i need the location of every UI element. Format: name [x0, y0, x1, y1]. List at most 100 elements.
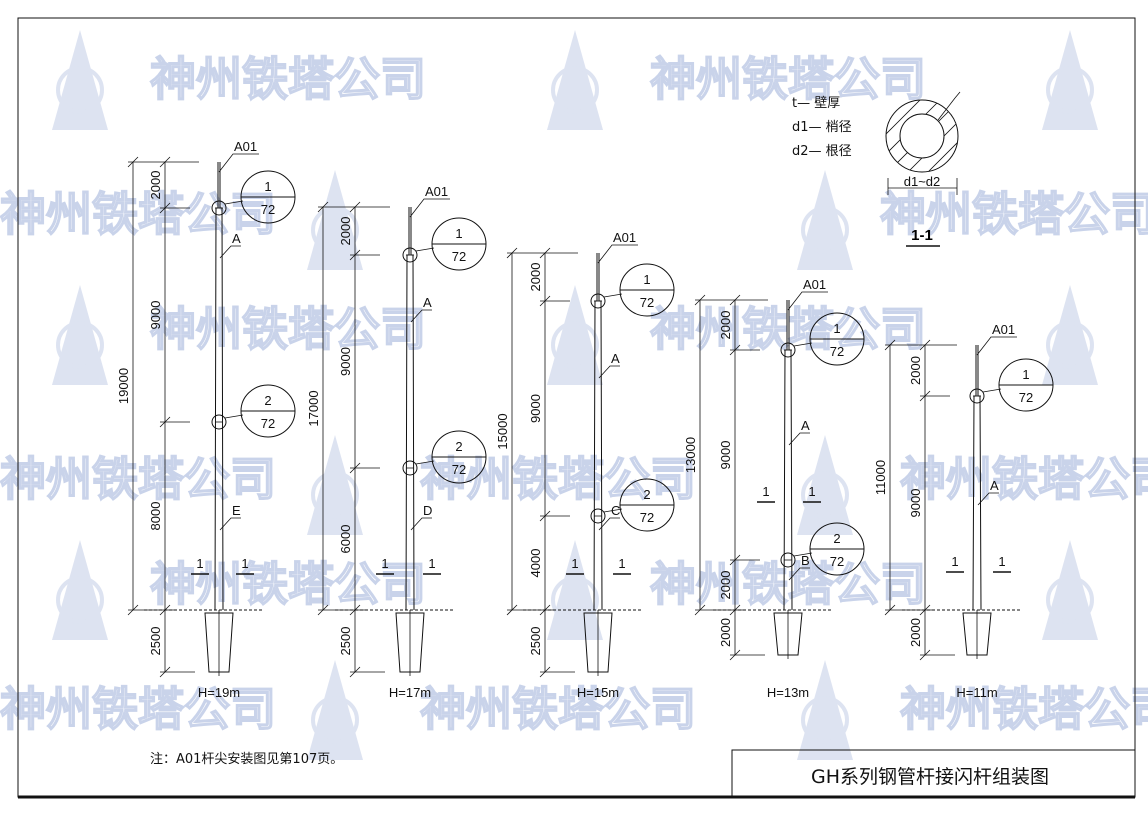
watermark-text: 神州铁塔公司: [0, 682, 276, 736]
leader-line: [603, 508, 623, 513]
section-mark: 1: [571, 556, 578, 571]
pole-height-label: H=13m: [767, 685, 809, 700]
legend-d2: d2— 根径: [792, 144, 852, 159]
segment-dim: 9000: [338, 347, 353, 376]
dim-tick: [539, 247, 551, 259]
section-mark: 1: [196, 556, 203, 571]
pole-height-label: H=15m: [577, 685, 619, 700]
dim-tick: [729, 344, 741, 356]
balloon-page: 72: [640, 510, 654, 525]
logo-ring: [56, 321, 104, 369]
foundation: [583, 612, 613, 673]
logo-ring: [1046, 66, 1094, 114]
label-leader: [597, 244, 638, 264]
logo-triangle: [1042, 30, 1098, 130]
foundation: [773, 612, 803, 656]
balloon-page: 72: [830, 554, 844, 569]
part-label: A: [611, 351, 620, 366]
joint-marker: [780, 342, 796, 358]
logo-triangle: [52, 30, 108, 130]
logo-ring: [56, 66, 104, 114]
dim-tick: [729, 554, 741, 566]
segment-dim: 9000: [718, 441, 733, 470]
part-label: C: [611, 503, 620, 518]
logo-triangle: [797, 660, 853, 760]
leader-line: [603, 293, 623, 298]
section-mark: 1: [951, 554, 958, 569]
total-height-dim: 17000: [306, 390, 321, 426]
part-leader: [598, 365, 620, 379]
label-leader: [787, 291, 828, 311]
watermark-text: 神州铁塔公司: [0, 187, 276, 241]
total-height-dim: 15000: [495, 413, 510, 449]
joint-marker: [211, 414, 227, 430]
balloon-number: 1: [833, 321, 840, 336]
balloon-number: 2: [643, 487, 650, 502]
logo-triangle: [797, 435, 853, 535]
pole-shaft: [593, 253, 603, 611]
tower-logo-icon: [307, 435, 363, 535]
tower-logo-icon: [547, 30, 603, 130]
foundation-dim: 2500: [148, 627, 163, 656]
tower-logo-icon: [797, 660, 853, 760]
logo-triangle: [307, 170, 363, 270]
section-mark: 1: [762, 484, 769, 499]
segment-dim: 2000: [908, 356, 923, 385]
watermark-text: 神州铁塔公司: [150, 557, 426, 611]
watermark-text: 神州铁塔公司: [150, 302, 426, 356]
logo-ring: [1046, 321, 1094, 369]
pole-height-label: H=19m: [198, 685, 240, 700]
dim-tick: [317, 604, 329, 616]
dim-tick: [159, 416, 171, 428]
part-leader: [977, 492, 999, 506]
tower-logo-icon: [52, 30, 108, 130]
joint-marker: [969, 388, 985, 404]
dim-tick: [159, 202, 171, 214]
tower-logo-icon: [797, 170, 853, 270]
part-leader: [788, 567, 810, 581]
balloon-number: 2: [455, 439, 462, 454]
dim-tick: [694, 294, 706, 306]
section-title: 1-1: [911, 227, 933, 244]
watermark-text: 神州铁塔公司: [900, 452, 1148, 506]
leader-line: [224, 414, 244, 419]
tower-logo-icon: [797, 435, 853, 535]
label-leader: [218, 153, 259, 173]
pole-shaft: [405, 207, 415, 611]
joint-marker: [402, 460, 418, 476]
watermark-text: 神州铁塔公司: [0, 452, 276, 506]
balloon-number: 2: [264, 393, 271, 408]
part-label: A: [801, 418, 810, 433]
watermark-text: 神州铁塔公司: [650, 52, 926, 106]
logo-ring: [551, 66, 599, 114]
foundation: [395, 612, 425, 673]
foundation-dim: 2500: [528, 627, 543, 656]
dim-tick: [159, 156, 171, 168]
joint-marker: [780, 552, 796, 568]
leader-line: [415, 247, 435, 252]
dim-tick: [729, 604, 741, 616]
logo-ring: [311, 471, 359, 519]
dim-tick: [349, 666, 361, 678]
logo-triangle: [52, 540, 108, 640]
segment-dim: 2000: [718, 571, 733, 600]
dim-tick: [884, 339, 896, 351]
pole-height-label: H=17m: [389, 685, 431, 700]
logo-triangle: [547, 285, 603, 385]
section-mark: 1: [808, 484, 815, 499]
segment-dim: 4000: [528, 549, 543, 578]
balloon-page: 72: [640, 295, 654, 310]
dim-tick: [919, 649, 931, 661]
balloon-page: 72: [261, 416, 275, 431]
logo-ring: [801, 471, 849, 519]
part-leader: [410, 309, 432, 323]
leader-line: [224, 200, 244, 205]
part-label: A: [990, 478, 999, 493]
logo-triangle: [1042, 540, 1098, 640]
watermark-layer: 神州铁塔公司神州铁塔公司神州铁塔公司神州铁塔公司神州铁塔公司神州铁塔公司神州铁塔…: [0, 30, 1148, 760]
dim-tick: [349, 249, 361, 261]
part-label: A: [232, 231, 241, 246]
